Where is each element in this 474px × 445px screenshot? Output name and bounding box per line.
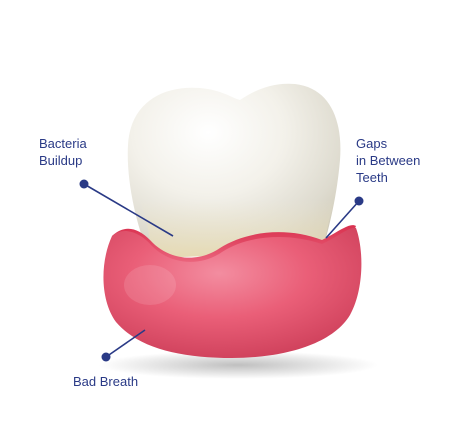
leader-dot-bad-breath [101,352,111,362]
leader-dot-gaps [354,196,364,206]
gum-highlight [124,265,176,305]
label-bacteria-buildup: Bacteria Buildup [39,135,87,169]
label-bad-breath-text: Bad Breath [73,374,139,389]
leader-line-gaps [325,200,360,239]
label-bacteria-line-2: Buildup [39,153,83,168]
floor-shadow [98,351,378,379]
leader-line-bad-breath [105,329,146,358]
label-bad-breath: Bad Breath [73,373,138,390]
label-gaps-line-2: in Between [356,153,421,168]
label-gaps-line-3: Teeth [356,170,388,185]
label-bacteria-line-1: Bacteria [39,136,87,151]
label-gaps-line-1: Gaps [356,136,388,151]
label-gaps-between-teeth: Gaps in Between Teeth [356,135,420,186]
gum-body [103,227,362,358]
leader-line-bacteria [83,183,174,237]
leader-lines [79,179,364,362]
leader-dot-bacteria [79,179,89,189]
